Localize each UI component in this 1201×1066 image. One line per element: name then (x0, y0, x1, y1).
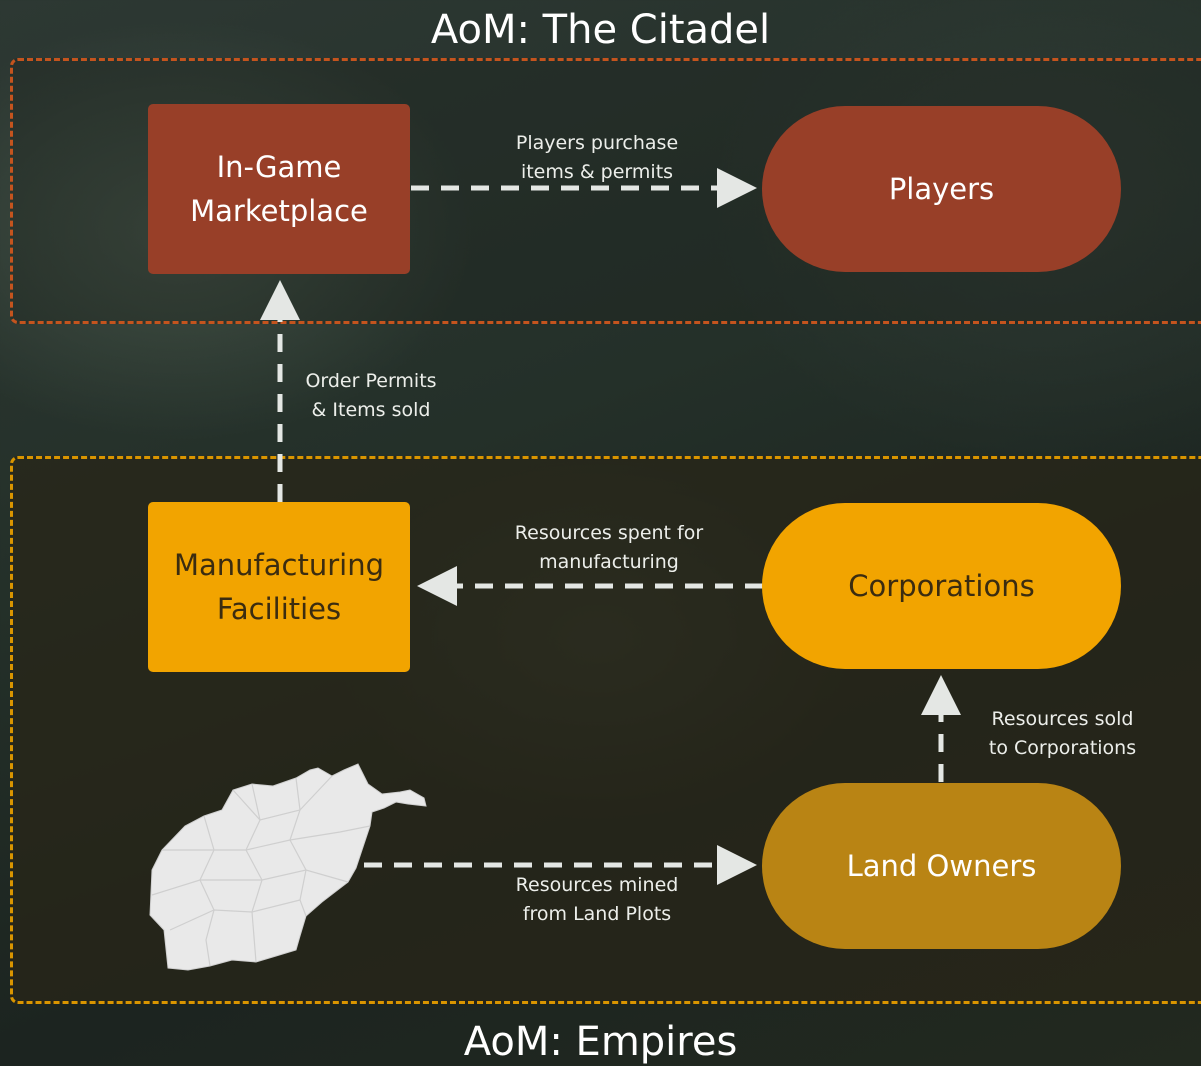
purchase-edge-label: Players purchase items & permits (447, 129, 747, 187)
spent-label-line1: Resources spent for (514, 522, 704, 544)
players-label: Players (888, 172, 995, 206)
manufacturing-node: Manufacturing Facilities (148, 502, 410, 672)
empires-title: AoM: Empires (463, 1019, 738, 1065)
marketplace-label-line2: Marketplace (190, 194, 368, 228)
corporations-label: Corporations (848, 569, 1035, 603)
players-node: Players (762, 106, 1121, 272)
sold-label-line2: to Corporations (988, 737, 1137, 759)
orders-edge-label: Order Permits & Items sold (295, 367, 447, 425)
land-owners-label: Land Owners (846, 849, 1037, 883)
spent-edge-label: Resources spent for manufacturing (459, 519, 759, 577)
mined-edge-label: Resources mined from Land Plots (447, 871, 747, 929)
land-owners-node: Land Owners (762, 783, 1121, 949)
purchase-label-line2: items & permits (520, 161, 674, 183)
sold-label-line1: Resources sold (991, 708, 1134, 730)
orders-label-line1: Order Permits (305, 370, 437, 392)
afghanistan-map-icon (149, 763, 427, 971)
mined-label-line2: from Land Plots (522, 903, 672, 925)
corporations-node: Corporations (762, 503, 1121, 669)
purchase-label-line1: Players purchase (515, 132, 679, 154)
marketplace-node: In-Game Marketplace (148, 104, 410, 274)
sold-edge-label: Resources sold to Corporations (966, 705, 1159, 763)
manufacturing-label-line1: Manufacturing (174, 548, 384, 582)
citadel-title: AoM: The Citadel (430, 7, 771, 53)
spent-label-line2: manufacturing (539, 551, 679, 573)
mined-label-line1: Resources mined (515, 874, 679, 896)
manufacturing-label-line2: Facilities (216, 592, 342, 626)
marketplace-label-line1: In-Game (216, 150, 342, 184)
orders-label-line2: & Items sold (311, 399, 431, 421)
